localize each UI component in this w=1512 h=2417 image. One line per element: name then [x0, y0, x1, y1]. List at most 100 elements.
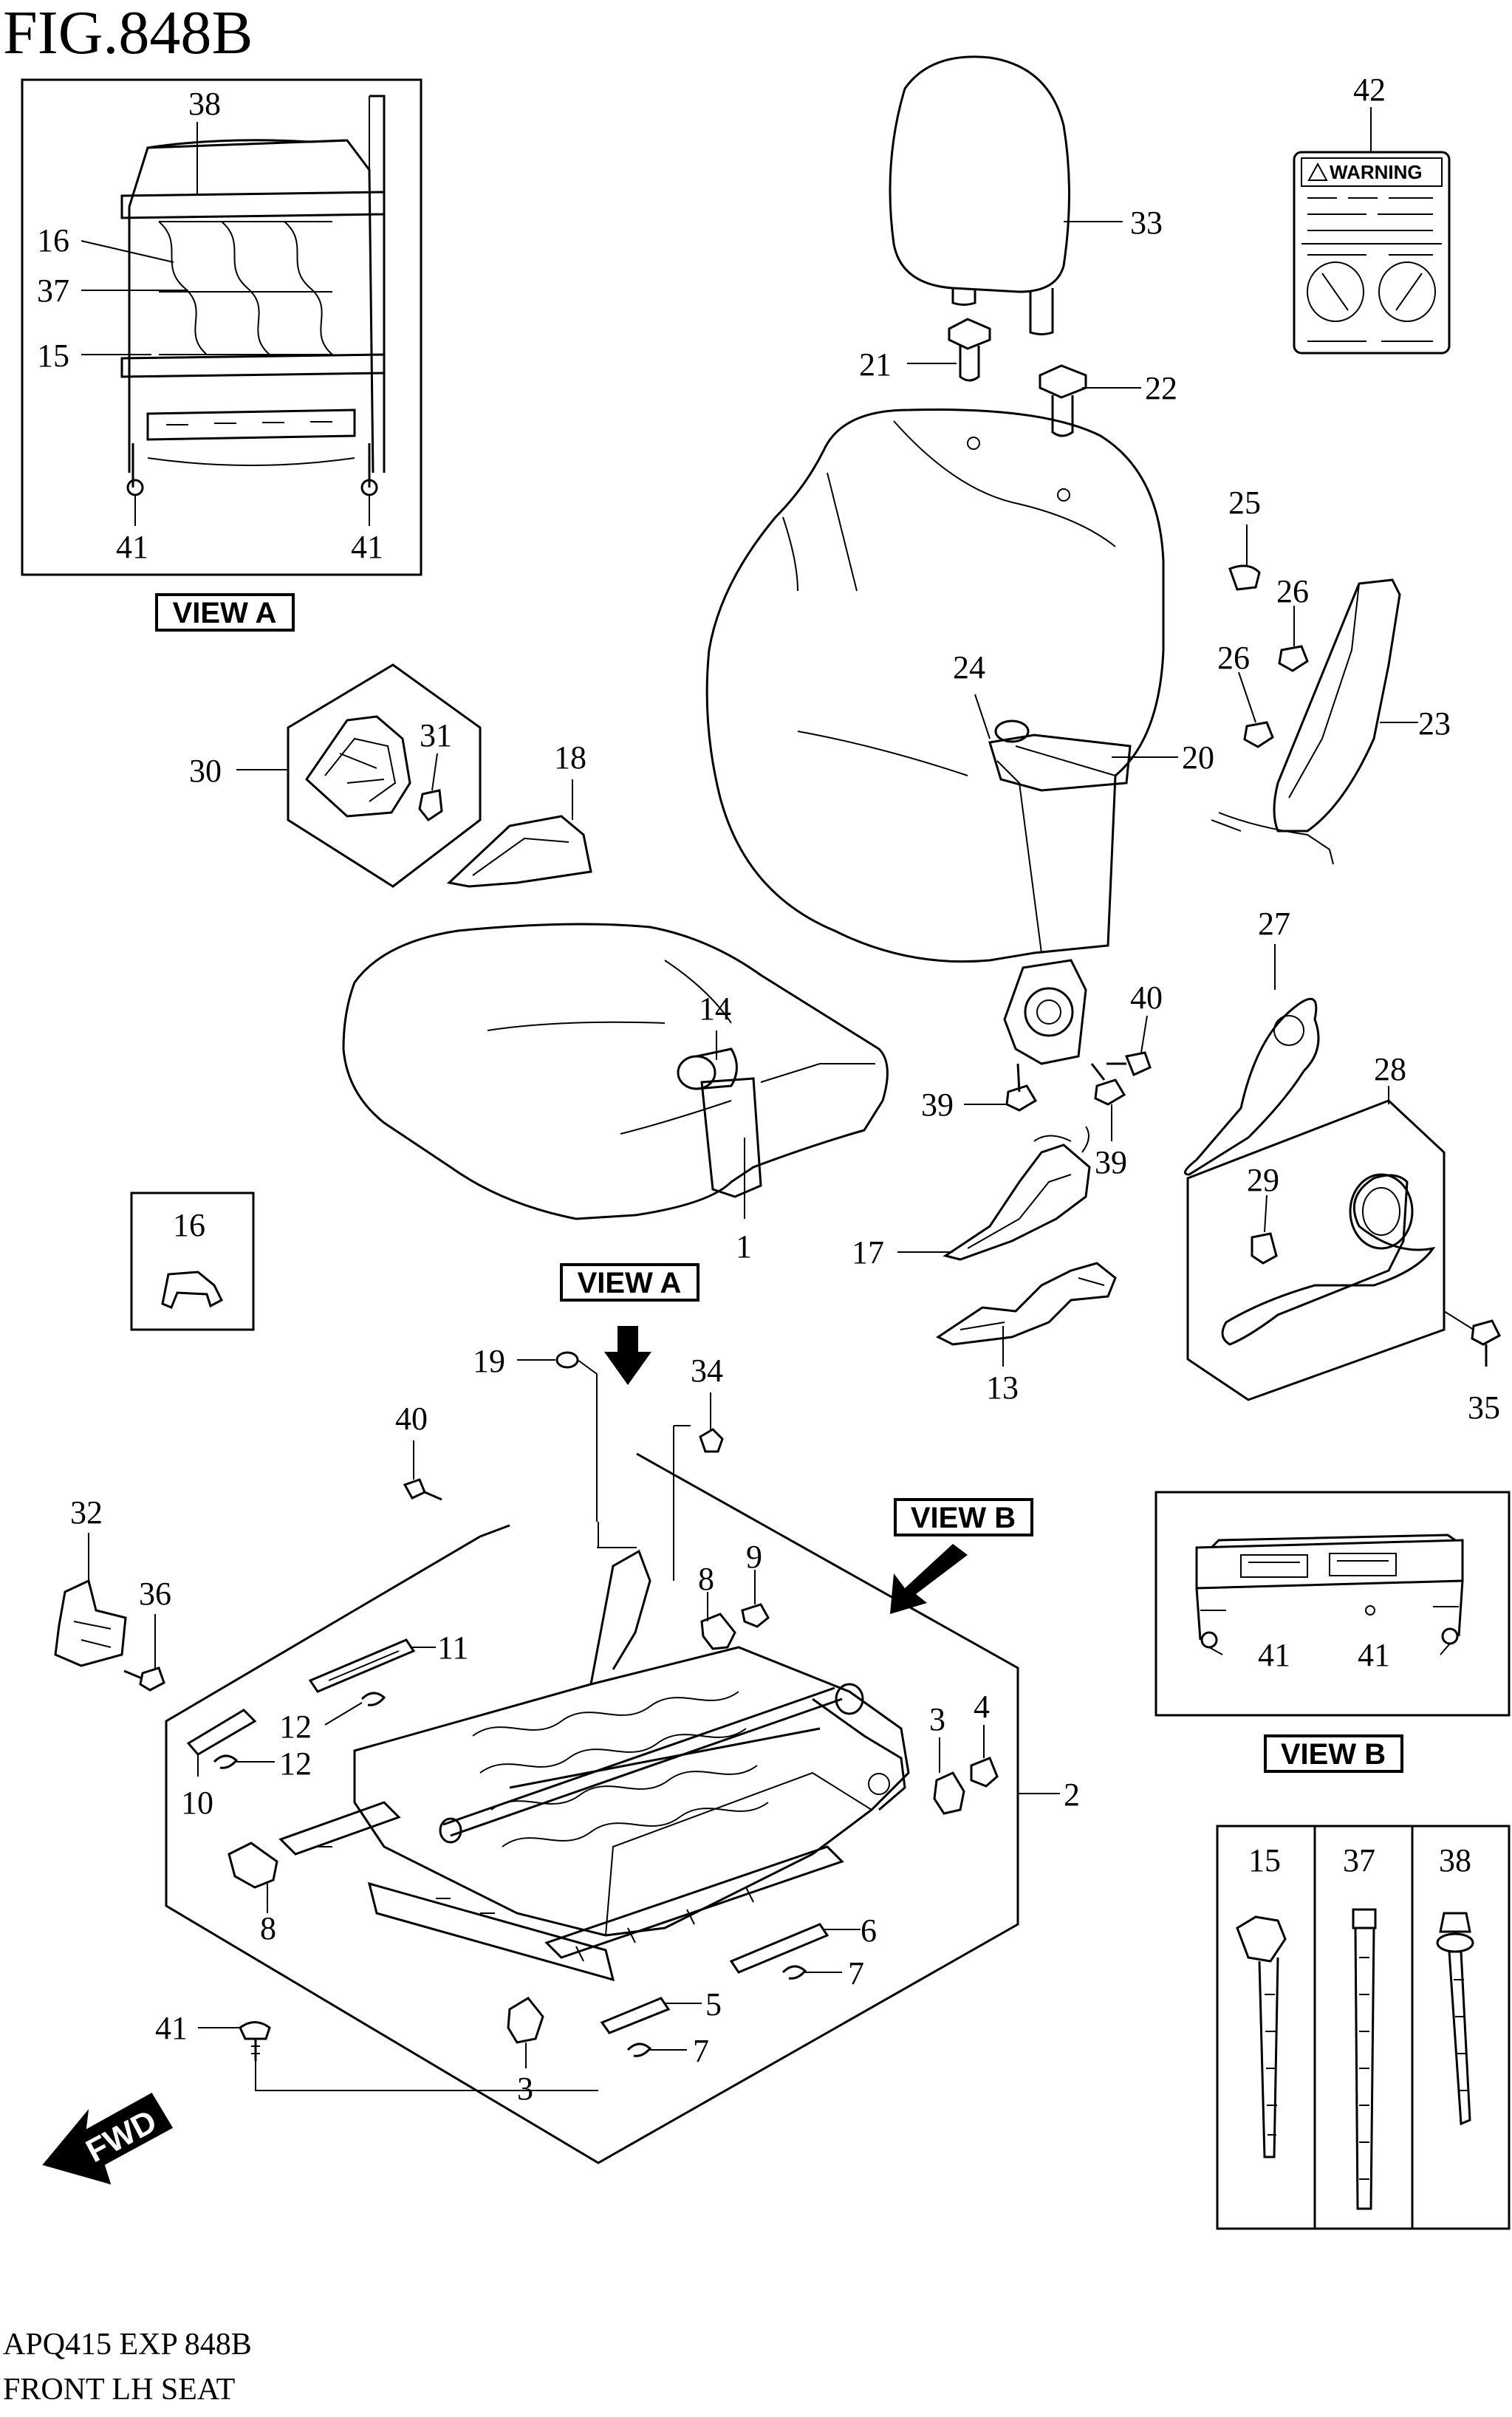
- callout: 25: [1228, 485, 1261, 521]
- callout: 41: [1358, 1637, 1390, 1673]
- callout: 38: [188, 86, 221, 122]
- rail-plate-10: 10: [181, 1709, 257, 1821]
- fastener-table: 15 37 38: [1216, 1825, 1511, 2230]
- seatback-side-cover: 23: [1211, 578, 1451, 865]
- callout: 35: [1468, 1389, 1500, 1426]
- callout: 36: [139, 1576, 171, 1612]
- view-a-inset: 38 16 37 15 41 41: [21, 78, 423, 576]
- callout: 17: [852, 1234, 884, 1271]
- screw-35: 35: [1443, 1310, 1501, 1426]
- callout: 20: [1182, 739, 1214, 776]
- detail-box-16: 16: [130, 1192, 255, 1331]
- callout: 13: [986, 1370, 1019, 1406]
- callout: 12: [279, 1709, 312, 1745]
- clip-26a: 26: [1276, 573, 1309, 672]
- callout: 39: [921, 1087, 954, 1123]
- rail-plate-6: 6: [729, 1912, 877, 1974]
- clip-3-lower: 3: [507, 1997, 544, 2107]
- clip-8-lower: 8: [228, 1842, 278, 1946]
- callout: 6: [861, 1912, 877, 1949]
- callout: 37: [37, 273, 69, 309]
- callout: 19: [473, 1343, 505, 1379]
- e-clip-7-lower: 7: [626, 2033, 709, 2069]
- callout: 40: [1130, 980, 1163, 1016]
- bolt-39-left: 39: [921, 1063, 1038, 1123]
- callout: 14: [699, 991, 731, 1027]
- callout: 38: [1439, 1842, 1471, 1878]
- callout: 10: [181, 1785, 213, 1821]
- callout: 34: [691, 1353, 723, 1389]
- bolt-36: 36: [123, 1576, 171, 1692]
- clip-8-upper: 8: [698, 1561, 736, 1650]
- e-clip-12-lower: 12: [213, 1746, 312, 1782]
- cable-tie-37: [1352, 1908, 1377, 2210]
- callout: 3: [517, 2071, 533, 2107]
- clip-4: 4: [970, 1689, 999, 1788]
- view-b-label-box: VIEW B: [1264, 1734, 1403, 1773]
- clip-9: 9: [741, 1539, 770, 1628]
- nut-34: 34: [691, 1353, 724, 1453]
- view-a-callout-box: VIEW A: [560, 1263, 699, 1385]
- seatback-cover: 24 20: [705, 408, 1214, 1065]
- nut-19: 19: [473, 1343, 598, 1522]
- callout: 18: [554, 739, 586, 776]
- callout: 8: [260, 1910, 276, 1946]
- view-a-pointer-label: VIEW A: [578, 1267, 682, 1299]
- bracket-32: 32: [54, 1494, 127, 1667]
- callout: 22: [1145, 370, 1177, 406]
- harness-bracket-13: 13: [936, 1262, 1117, 1406]
- callout: 29: [1247, 1162, 1279, 1198]
- e-clip-12-upper: 12: [279, 1692, 386, 1745]
- headrest: 33: [889, 55, 1163, 335]
- callout: 23: [1418, 705, 1451, 742]
- bolt-41: 41: [155, 2010, 598, 2091]
- callout: 39: [1095, 1144, 1127, 1180]
- bracket-18: 18: [446, 739, 592, 888]
- view-b-pointer-label: VIEW B: [911, 1502, 1016, 1534]
- hex-detail-30-31: 30 31: [189, 663, 482, 888]
- callout: 5: [705, 1986, 722, 2023]
- callout: 28: [1374, 1051, 1406, 1087]
- frame-callout-2: 2: [1018, 1777, 1080, 1813]
- forward-arrow: FWD: [42, 2092, 174, 2185]
- callout: 27: [1258, 906, 1290, 942]
- callout: 8: [698, 1561, 714, 1597]
- callout: 15: [37, 338, 69, 374]
- callout: 12: [279, 1746, 312, 1782]
- clip-3-right: 3: [929, 1701, 965, 1815]
- callout: 1: [736, 1228, 752, 1265]
- seat-cushion-cover: 14 1: [342, 923, 889, 1265]
- screw-40-upper: 40: [1106, 980, 1163, 1077]
- view-a-label-box: VIEW A: [155, 593, 295, 632]
- view-b-callout: VIEW B: [890, 1498, 1033, 1614]
- headrest-guide-22: 22: [1039, 364, 1177, 437]
- callout: 26: [1217, 640, 1250, 676]
- footer-code: APQ415 EXP 848B: [3, 2328, 252, 2362]
- harness-bracket-17: 17: [852, 1126, 1091, 1271]
- callout: 32: [70, 1494, 103, 1531]
- figure-title: FIG.848B: [3, 0, 253, 67]
- callout: 37: [1343, 1842, 1375, 1878]
- callout: 7: [693, 2033, 709, 2069]
- callout: 9: [746, 1539, 762, 1575]
- view-a-label: VIEW A: [173, 597, 277, 629]
- callout: 41: [116, 529, 148, 565]
- callout: 30: [189, 753, 222, 789]
- clip-26b: 26: [1217, 640, 1274, 748]
- callout: 16: [173, 1207, 205, 1243]
- callout: 11: [437, 1630, 468, 1666]
- callout: 40: [395, 1401, 428, 1437]
- view-b-inset: 41 41: [1154, 1491, 1511, 1717]
- seat-frame-assembly: [165, 1425, 1019, 2164]
- callout: 42: [1353, 72, 1386, 108]
- rail-plate-11: 11: [308, 1630, 468, 1693]
- warning-label-text: WARNING: [1330, 161, 1423, 183]
- footer-caption: FRONT LH SEAT: [3, 2373, 235, 2407]
- harness-clip-15: [1236, 1915, 1287, 2158]
- callout: 41: [155, 2010, 188, 2046]
- callout: 24: [953, 649, 985, 686]
- view-b-label: VIEW B: [1281, 1738, 1386, 1771]
- bolt-39-right: 39: [1090, 1063, 1127, 1180]
- callout: 7: [848, 1955, 864, 1992]
- recliner-lever-27: 27: [1183, 906, 1320, 1176]
